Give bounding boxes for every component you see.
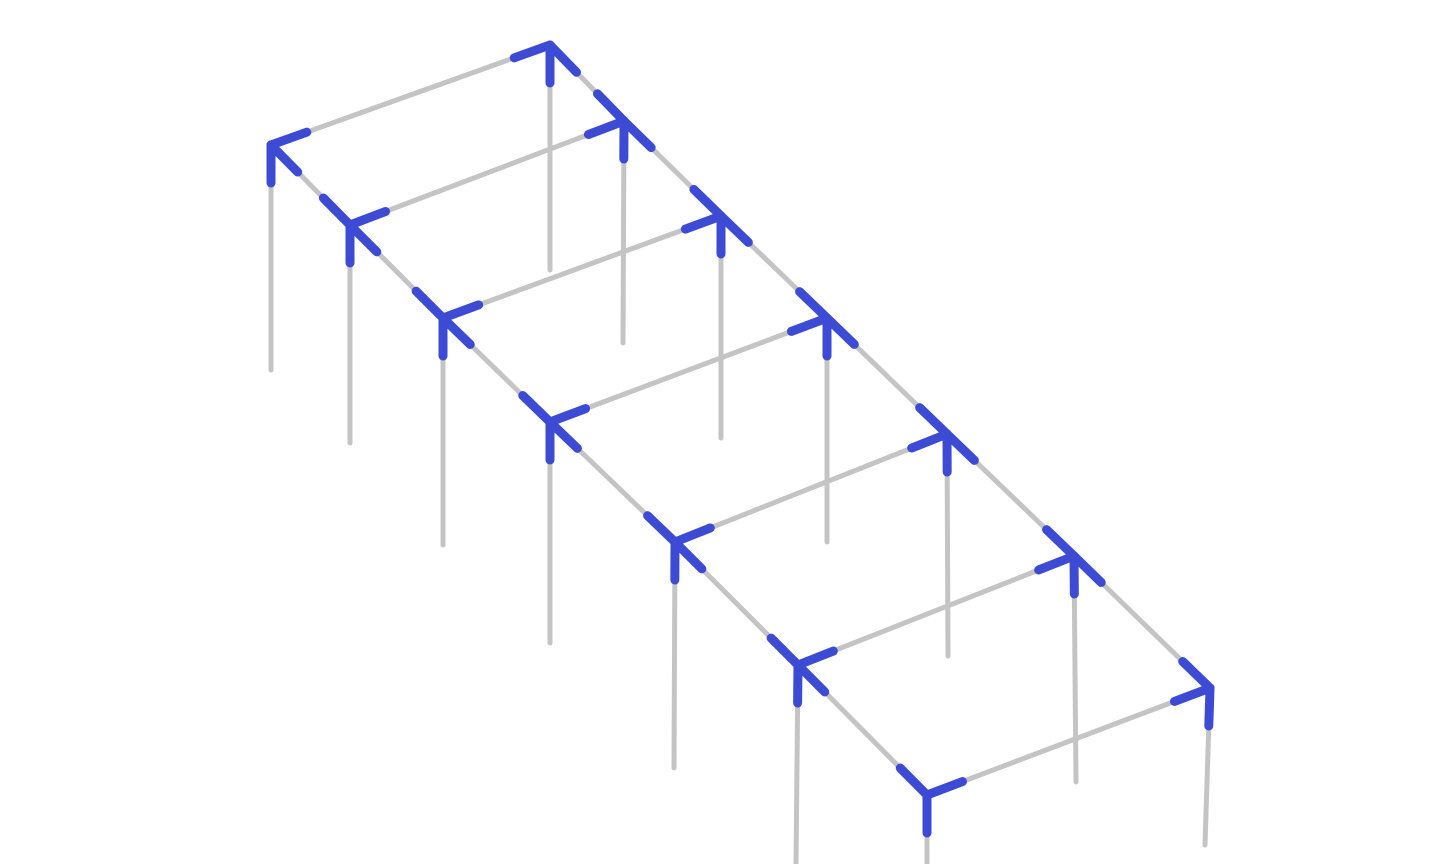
joint-marker-arm	[438, 300, 484, 323]
joint-marker-arm	[680, 211, 726, 234]
cross-beam	[672, 431, 950, 545]
joint-marker-arm	[318, 193, 355, 230]
joint-marker-arm	[345, 207, 391, 230]
joint-marker-arm	[438, 313, 475, 349]
joint-marker-arm	[895, 763, 932, 800]
joint-marker-arm	[509, 40, 555, 63]
joint-marker-arm	[266, 127, 312, 150]
cross-beam	[547, 315, 830, 425]
joint-marker-arm	[689, 184, 726, 221]
joint-marker-arm	[518, 391, 555, 427]
joint-marker-arm	[907, 429, 952, 453]
joint-marker-arm	[1034, 551, 1079, 575]
joint-marker-arm	[795, 287, 832, 323]
joint-marker-arm	[716, 211, 753, 247]
joint-marker-arm	[766, 633, 803, 670]
joint-marker-arm	[1204, 683, 1215, 731]
cross-beam	[795, 553, 1077, 668]
joint-marker-arm	[545, 417, 582, 453]
joint-marker-arm	[1042, 525, 1079, 561]
cross-beam	[347, 118, 627, 228]
joint-marker-arm	[915, 403, 952, 439]
joint-marker-arm	[1178, 657, 1215, 693]
joint-marker-arm	[619, 116, 656, 153]
joint-marker-arm	[670, 523, 715, 547]
joint-marker-arm	[1169, 683, 1215, 706]
joint-marker-arm	[1069, 551, 1106, 587]
joint-marker-arm	[793, 660, 830, 697]
cross-beam	[440, 213, 724, 321]
frame-members	[268, 42, 1213, 864]
joint-marker-arm	[592, 89, 629, 126]
joint-marker-arm	[942, 429, 979, 465]
joint-marker-arm	[922, 777, 968, 800]
joint-marker-arm	[786, 313, 832, 336]
joint-marker-arm	[583, 116, 629, 139]
joint-marker-arm	[822, 313, 859, 349]
joint-marker-arm	[643, 511, 680, 547]
cross-beam	[268, 42, 553, 148]
joint-marker-arm	[793, 646, 838, 670]
joint-marker-arm	[545, 404, 591, 427]
cross-beam	[924, 685, 1213, 798]
joint-marker-arm	[411, 286, 448, 323]
joint-markers	[266, 40, 1215, 838]
